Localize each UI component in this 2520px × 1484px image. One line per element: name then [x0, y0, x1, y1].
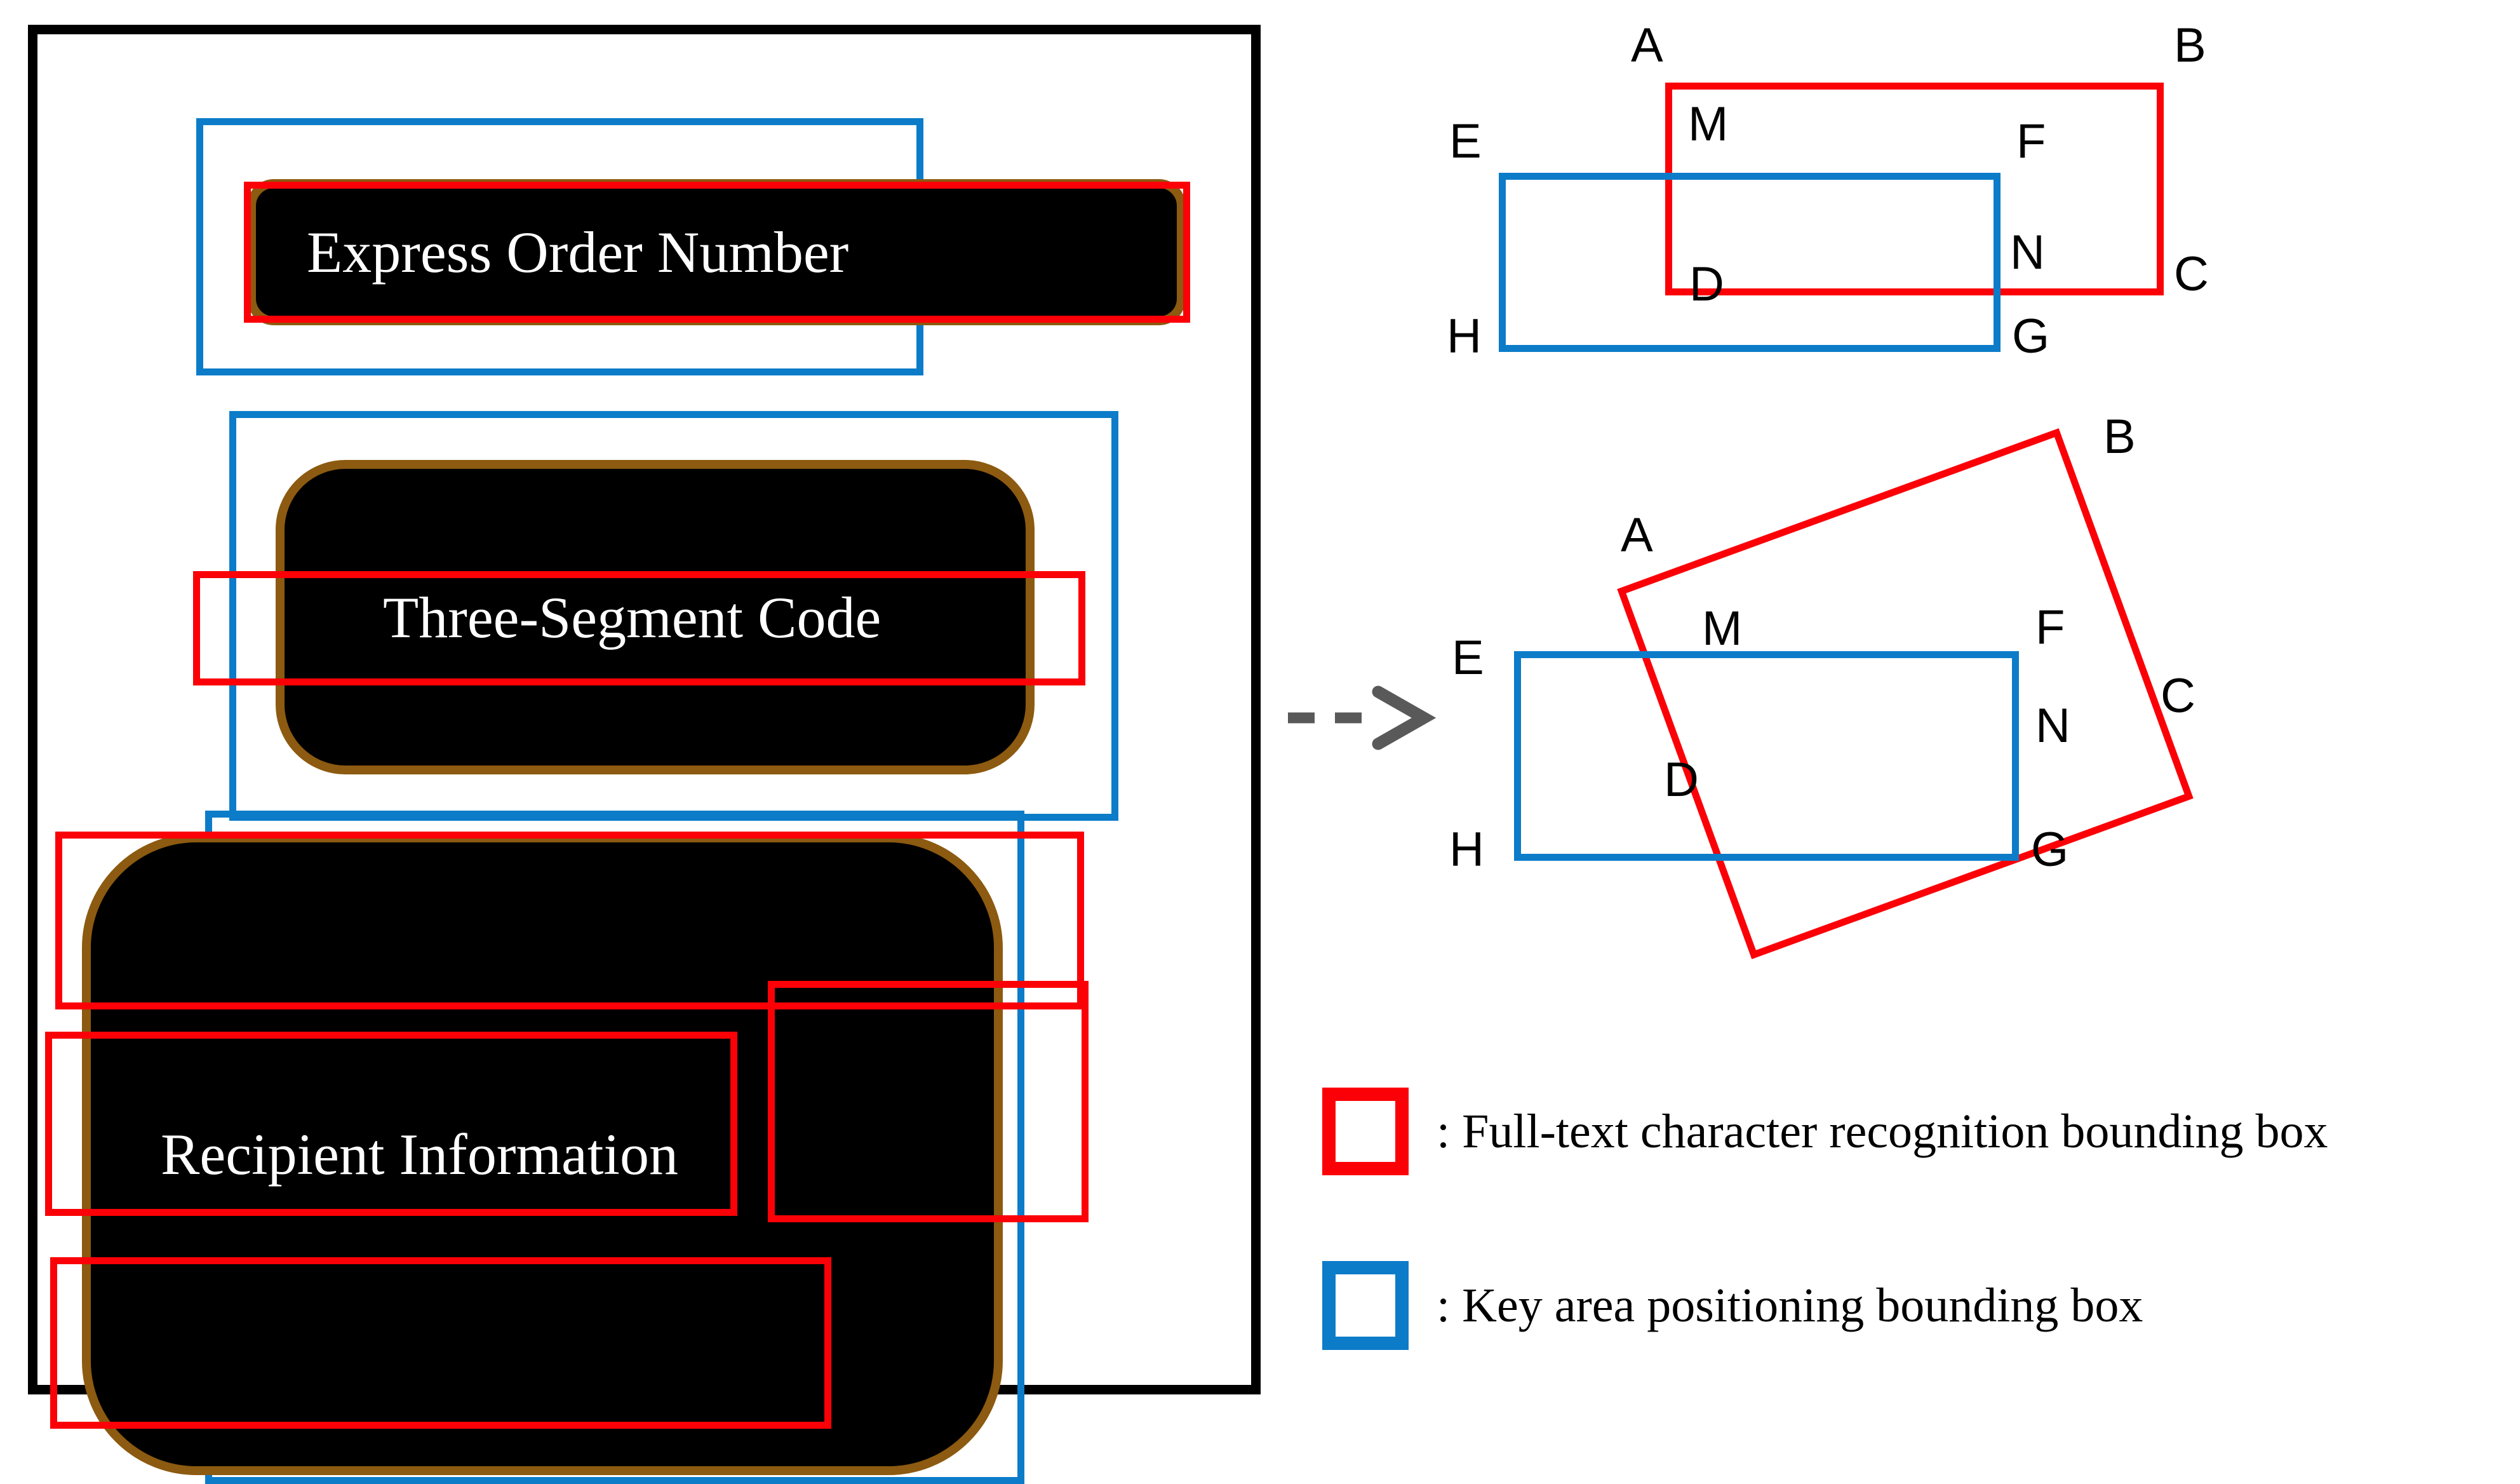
- diagram-top-label-B: B: [2174, 18, 2206, 72]
- diagram-rotated: A B C D E F G H M N: [1448, 381, 2515, 959]
- diagram-top-label-D: D: [1689, 257, 1724, 311]
- diagram-bottom-label-B: B: [2103, 410, 2136, 464]
- diagram-bottom-label-D: D: [1664, 753, 1699, 807]
- diagram-top-label-C: C: [2174, 247, 2209, 301]
- legend-swatch-red: [1322, 1088, 1409, 1175]
- diagram-bottom-label-A: A: [1621, 508, 1653, 562]
- diagram-bottom-label-E: E: [1452, 631, 1484, 685]
- diagram-top-label-F: F: [2016, 114, 2046, 168]
- diagram-bottom-label-C: C: [2161, 669, 2195, 723]
- diagram-bottom-label-H: H: [1449, 823, 1484, 877]
- card-label-express-order-number: Express Order Number: [307, 220, 849, 285]
- diagram-top-red-rect: [1665, 83, 2164, 295]
- diagram-top-label-M: M: [1688, 97, 1729, 151]
- card-label-recipient-information: Recipient Information: [161, 1122, 678, 1187]
- fulltext-box-card3-line4: [50, 1257, 831, 1429]
- fulltext-box-card1: [244, 182, 1190, 323]
- diagram-top-blue-rect: [1499, 173, 2001, 352]
- diagram-top-label-G: G: [2012, 309, 2050, 363]
- dashed-right-arrow: [1283, 683, 1442, 753]
- diagram-top-label-H: H: [1447, 309, 1482, 363]
- fulltext-box-card3-line1: [55, 832, 1084, 1009]
- legend-item-fulltext: : Full-text character recognition boundi…: [1322, 1088, 2328, 1175]
- legend-swatch-blue: [1322, 1261, 1409, 1350]
- legend-item-keyarea: : Key area positioning bounding box: [1322, 1261, 2143, 1350]
- diagram-axis-aligned: A B C D E F G H M N: [1447, 6, 2515, 419]
- diagram-bottom-label-M: M: [1702, 602, 1743, 656]
- diagram-top-label-E: E: [1449, 114, 1482, 168]
- diagram-bottom-label-F: F: [2035, 600, 2065, 654]
- diagram-bottom-label-N: N: [2035, 699, 2070, 753]
- diagram-top-label-N: N: [2010, 226, 2045, 280]
- legend-label-fulltext: : Full-text character recognition boundi…: [1437, 1105, 2328, 1158]
- fulltext-box-card3-line3: [768, 981, 1089, 1222]
- card-express-order-number: Express Order Number: [247, 179, 1186, 325]
- diagram-top-label-A: A: [1631, 18, 1663, 72]
- fulltext-box-card2: [193, 571, 1085, 685]
- fulltext-box-card3-line2: [45, 1032, 737, 1216]
- diagram-bottom-label-G: G: [2031, 823, 2069, 877]
- card-three-segment-code: Three-Segment Code: [276, 460, 1035, 774]
- left-panel-frame: Express Order Number Three-Segment Code …: [28, 25, 1261, 1484]
- legend-label-keyarea: : Key area positioning bounding box: [1437, 1279, 2143, 1332]
- card-recipient-information: Recipient Information: [82, 833, 1003, 1475]
- diagram-bottom-blue-rect: [1514, 651, 2019, 861]
- card-label-three-segment-code: Three-Segment Code: [383, 584, 881, 650]
- figure-canvas: Express Order Number Three-Segment Code …: [28, 6, 2515, 1484]
